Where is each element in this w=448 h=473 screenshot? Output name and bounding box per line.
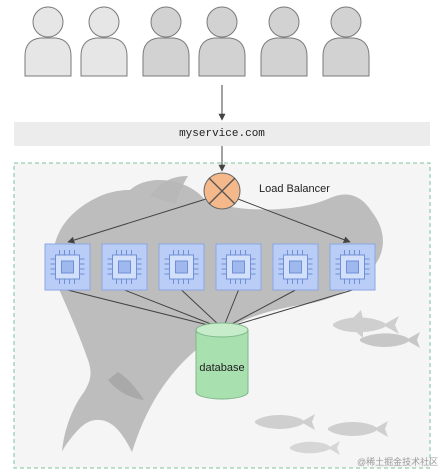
user-icon <box>322 6 370 77</box>
users-group <box>24 6 370 77</box>
load-balancer-node <box>203 172 241 210</box>
database-label: database <box>199 362 245 374</box>
user-icon <box>80 6 128 77</box>
server-to-database-line <box>124 289 217 327</box>
server-node <box>215 243 262 291</box>
server-to-database-links <box>67 289 353 327</box>
cpu-chip-icon <box>164 250 199 284</box>
cpu-chip-icon <box>335 250 370 284</box>
server-to-database-line <box>67 289 213 327</box>
user-icon <box>198 6 246 77</box>
cpu-chip-icon <box>50 250 85 284</box>
server-to-database-line <box>223 289 239 327</box>
server-to-database-line <box>231 289 353 327</box>
user-icon <box>24 6 72 77</box>
server-node <box>44 243 91 291</box>
server-node <box>158 243 205 291</box>
domain-bar: myservice.com <box>14 122 430 146</box>
fish-illustrations <box>255 310 420 455</box>
user-icon <box>142 6 190 77</box>
cpu-chip-icon <box>278 250 313 284</box>
cpu-chip-icon <box>221 250 256 284</box>
server-node <box>272 243 319 291</box>
load-balancer-label: Load Balancer <box>259 183 330 195</box>
servers-group <box>44 243 376 291</box>
server-node <box>101 243 148 291</box>
server-to-database-line <box>181 289 221 327</box>
lb-to-first-server-arrow <box>67 198 207 244</box>
database-node <box>195 322 249 400</box>
server-node <box>329 243 376 291</box>
cpu-chip-icon <box>107 250 142 284</box>
database-icon <box>195 329 249 400</box>
watermark-text: @稀土掘金技术社区 <box>357 457 439 467</box>
user-icon <box>260 6 308 77</box>
lb-to-last-server-arrow <box>237 198 351 244</box>
domain-label: myservice.com <box>179 128 265 140</box>
server-to-database-line <box>227 289 296 327</box>
